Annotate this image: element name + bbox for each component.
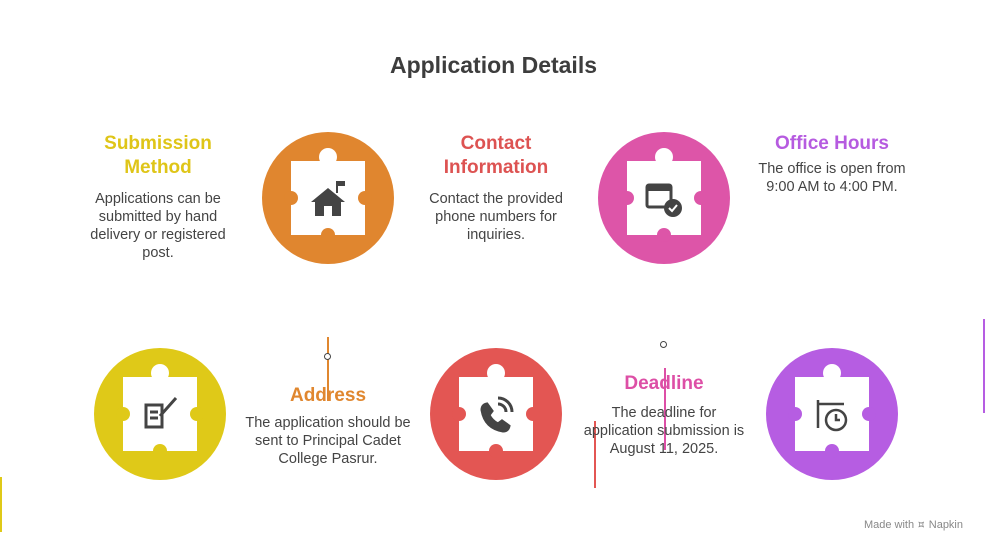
puzzle-circle-yellow xyxy=(94,348,226,480)
block-text: The deadline for application submission … xyxy=(583,405,745,457)
connector-line xyxy=(327,337,329,401)
block-deadline: Deadline The deadline for application su… xyxy=(579,372,749,458)
page-title: Application Details xyxy=(389,52,598,78)
connector-dot xyxy=(660,341,667,348)
block-title: Office Hours xyxy=(774,133,890,154)
block-title: Submission Method xyxy=(104,133,212,178)
block-address: Address The application should be sent t… xyxy=(243,384,413,468)
connector-line xyxy=(0,477,2,532)
clock-sign-icon xyxy=(816,400,848,432)
block-contact-information: Contact Information Contact the provided… xyxy=(411,132,581,244)
block-text: Applications can be submitted by hand de… xyxy=(90,191,226,261)
connector-dot xyxy=(324,353,331,360)
calendar-check-icon xyxy=(645,183,682,217)
napkin-watermark: Made with ⯏ Napkin xyxy=(863,519,963,531)
block-title: Deadline xyxy=(624,373,704,394)
connector-line xyxy=(983,319,985,413)
connector-line xyxy=(594,421,596,488)
puzzle-circle-orange xyxy=(262,132,394,264)
puzzle-circle-pink xyxy=(598,132,730,264)
connector-line xyxy=(664,368,666,450)
block-submission-method: Submission Method Applications can be su… xyxy=(73,132,243,262)
document-sign-icon xyxy=(144,397,178,429)
block-title: Address xyxy=(289,385,367,406)
puzzle-circle-purple xyxy=(766,348,898,480)
block-text: The office is open from 9:00 AM to 4:00 … xyxy=(758,161,906,195)
house-flag-icon xyxy=(311,181,345,216)
block-text: The application should be sent to Princi… xyxy=(245,415,411,467)
block-text: Contact the provided phone numbers for i… xyxy=(429,191,563,243)
block-title: Contact Information xyxy=(443,133,549,178)
puzzle-circle-red xyxy=(430,348,562,480)
phone-call-icon xyxy=(480,396,514,433)
block-office-hours: Office Hours The office is open from 9:0… xyxy=(747,132,917,196)
